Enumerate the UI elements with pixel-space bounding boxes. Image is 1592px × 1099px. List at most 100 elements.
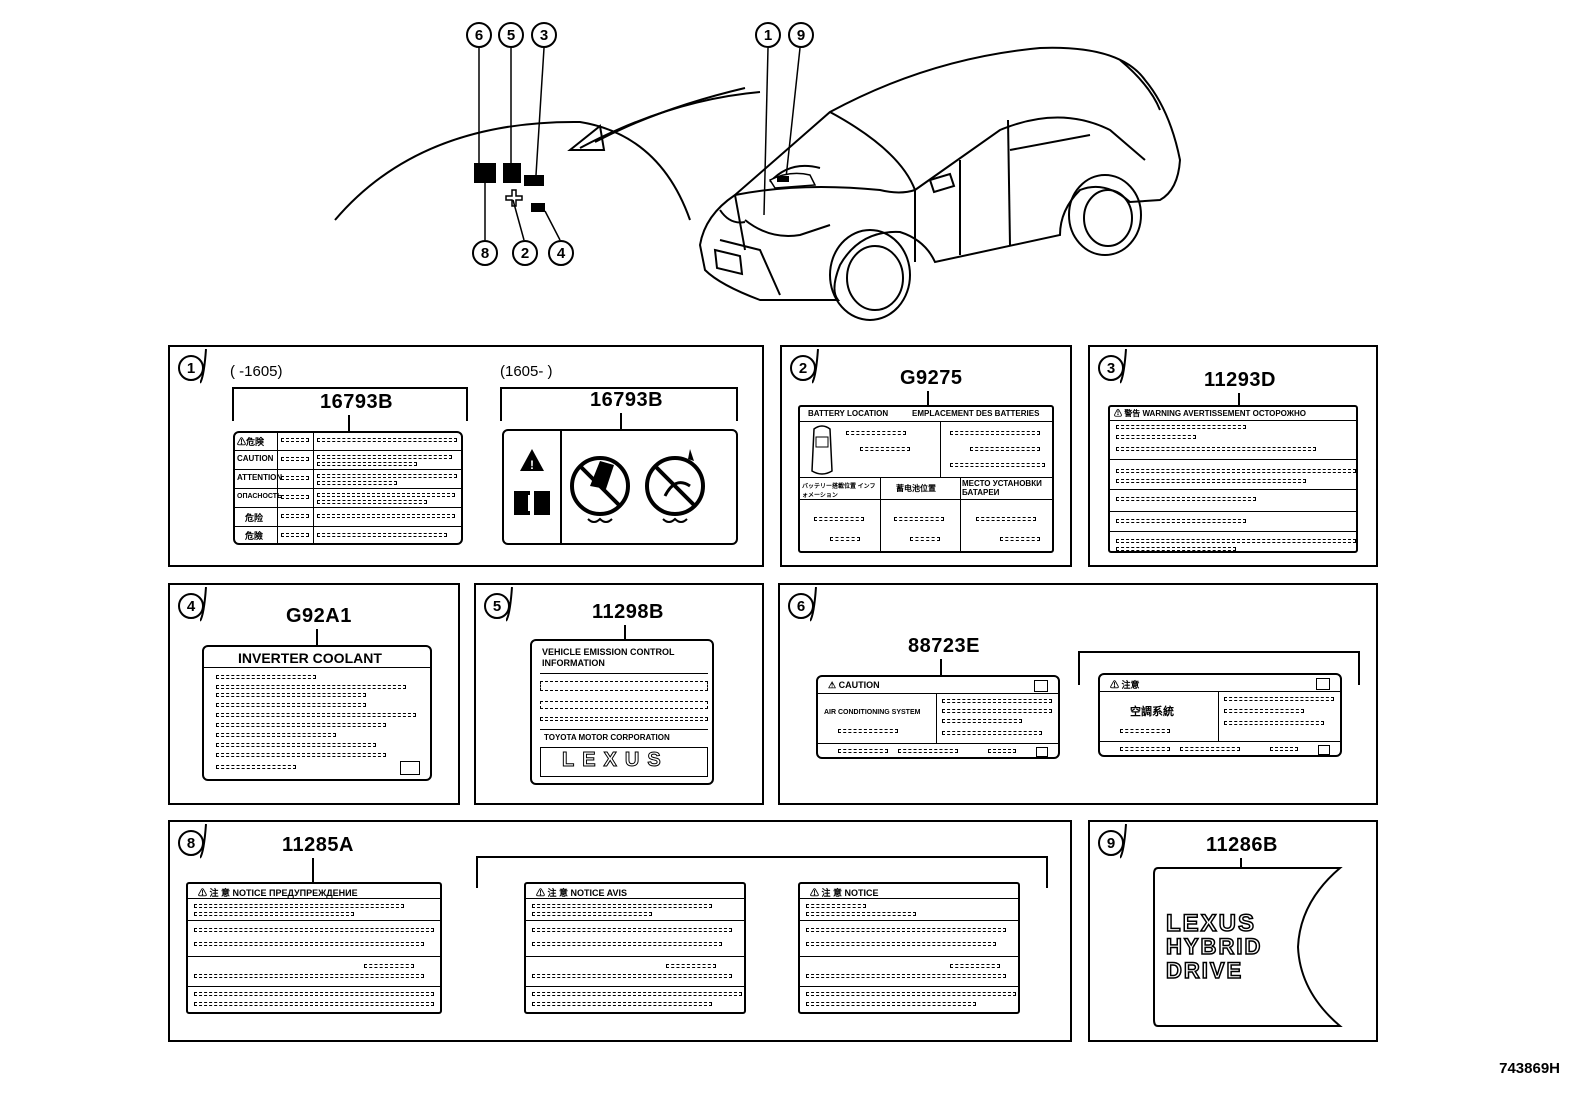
callout-5: 5 <box>498 22 524 48</box>
warning-manual-icon: ! <box>514 449 550 515</box>
label-caution: ⚠ 注意 <box>1110 680 1140 690</box>
text-placeholder <box>806 1002 976 1006</box>
divider <box>560 431 562 543</box>
brand-logo-text: LEXUS <box>562 749 669 772</box>
part-number: 11298B <box>592 601 664 623</box>
label-title: VEHICLE EMISSION CONTROL INFORMATION <box>542 647 675 668</box>
part-number: G9275 <box>900 367 963 389</box>
text-placeholder <box>1270 747 1298 751</box>
vehicle-illustration <box>334 46 1182 321</box>
text-placeholder <box>317 500 427 504</box>
text-placeholder <box>806 992 1016 996</box>
text-placeholder <box>532 1002 712 1006</box>
divider <box>235 526 461 527</box>
callout-bracket <box>1120 824 1127 859</box>
text-placeholder <box>317 474 457 478</box>
label-cn-text: 蓄电池位置 <box>896 484 936 493</box>
text-placeholder <box>950 431 1040 435</box>
panel-callout: 1 <box>178 355 204 381</box>
label-row-text: ОПАСНОСТЬ <box>237 493 283 500</box>
leader-line <box>927 391 929 407</box>
text-placeholder <box>532 942 722 946</box>
callout-bracket <box>810 587 817 622</box>
text-placeholder <box>860 447 910 451</box>
divider <box>960 477 961 551</box>
text-placeholder <box>532 974 732 978</box>
callout-bracket <box>812 349 819 384</box>
text-placeholder <box>216 743 376 747</box>
panel-callout: 9 <box>1098 830 1124 856</box>
car-top-view-icon <box>811 425 833 475</box>
panel-8: 8 11285A ⚠ 注 意 NOTICE ПРЕДУПРЕЖДЕНИЕ ⚠ 注… <box>168 820 1072 1042</box>
divider <box>800 986 1018 987</box>
divider <box>1110 511 1356 512</box>
text-placeholder <box>950 964 1000 968</box>
divider <box>188 986 440 987</box>
label-system: 空調系統 <box>1130 706 1174 718</box>
text-placeholder <box>216 703 366 707</box>
text-placeholder <box>666 964 716 968</box>
text-placeholder <box>281 438 309 442</box>
part-number: 88723E <box>908 635 980 657</box>
text-placeholder <box>194 912 354 916</box>
part-number: 11293D <box>1204 369 1276 391</box>
bracket-line <box>500 387 502 421</box>
text-placeholder <box>216 675 316 679</box>
text-placeholder <box>216 685 406 689</box>
battery-location-label: BATTERY LOCATION EMPLACEMENT DES BATTERI… <box>798 405 1054 553</box>
label-stamp-box <box>1036 747 1048 757</box>
text-placeholder <box>540 681 708 691</box>
range-label: (1605- ) <box>500 363 553 380</box>
leader-line <box>1240 858 1242 868</box>
text-placeholder <box>216 765 296 769</box>
text-placeholder <box>942 709 1052 713</box>
divider <box>1110 420 1356 421</box>
divider <box>526 956 744 957</box>
divider <box>540 729 708 730</box>
hybrid-badge-outline <box>1153 867 1343 1027</box>
callout-1: 1 <box>755 22 781 48</box>
bracket-line <box>466 387 468 421</box>
text-placeholder <box>894 517 944 521</box>
divider <box>800 898 1018 899</box>
text-placeholder <box>317 493 455 497</box>
pictogram-label: ! <box>502 429 738 545</box>
divider <box>800 920 1018 921</box>
text-placeholder <box>1180 747 1240 751</box>
text-placeholder <box>830 537 860 541</box>
text-placeholder <box>838 749 888 753</box>
divider <box>540 673 708 674</box>
text-placeholder <box>806 974 1006 978</box>
text-placeholder <box>540 717 708 721</box>
text-placeholder <box>1116 479 1306 483</box>
range-label: ( -1605) <box>230 363 283 380</box>
text-placeholder <box>194 974 424 978</box>
text-placeholder <box>194 992 434 996</box>
label-row-text: 危险 <box>245 513 264 523</box>
divider <box>204 667 430 668</box>
text-placeholder <box>942 719 1022 723</box>
callout-bracket <box>200 824 207 859</box>
text-placeholder <box>1224 697 1334 701</box>
part-number: 11286B <box>1206 834 1278 856</box>
divider <box>1100 741 1340 742</box>
badge-text-lexus: LEXUS <box>1165 909 1257 938</box>
callout-6: 6 <box>466 22 492 48</box>
text-placeholder <box>532 992 742 996</box>
panel-3: 3 11293D ⚠ 警告 WARNING AVERTISSEMENT ОСТО… <box>1088 345 1378 567</box>
panel-callout: 4 <box>178 593 204 619</box>
bracket-line <box>1046 856 1048 888</box>
label-ru-text: МЕСТО УСТАНОВКИ БАТАРЕИ <box>962 479 1042 497</box>
leader-line <box>312 858 314 884</box>
divider <box>188 898 440 899</box>
text-placeholder <box>540 701 708 709</box>
inverter-coolant-label: INVERTER COOLANT <box>202 645 432 781</box>
book-icon <box>1034 680 1048 692</box>
callout-9: 9 <box>788 22 814 48</box>
text-placeholder <box>976 517 1036 521</box>
text-placeholder <box>1116 447 1316 451</box>
text-placeholder <box>806 912 916 916</box>
text-placeholder <box>806 904 866 908</box>
divider <box>880 477 881 551</box>
badge-text-drive: DRIVE <box>1165 957 1244 984</box>
